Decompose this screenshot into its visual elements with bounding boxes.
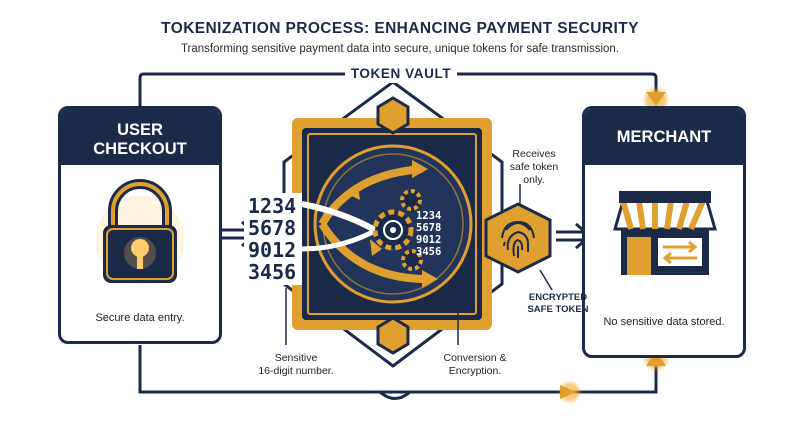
note-line: SAFE TOKEN (527, 304, 589, 315)
arrow-up-icon (646, 352, 666, 366)
note-line: 16-digit number. (258, 365, 334, 377)
merchant-title: MERCHANT (585, 109, 743, 165)
note-line: ENCRYPTED (528, 292, 588, 303)
storefront-icon (613, 191, 717, 275)
sensitive-note: Sensitive 16-digit number. (246, 352, 346, 378)
receives-note: Receives safe token only. (494, 148, 574, 187)
gear-icon (372, 209, 414, 251)
sensitive-number: 1234 5678 9012 3456 (244, 193, 303, 285)
number-line: 9012 (248, 238, 297, 262)
note-line: Conversion & (443, 352, 507, 364)
token-vault (282, 80, 504, 368)
merchant-panel: MERCHANT No sensitive data stored. (582, 106, 746, 358)
conversion-note: Conversion & Encryption. (430, 352, 520, 378)
note-line: Sensitive (274, 352, 318, 364)
lock-icon (96, 179, 184, 284)
page-subtitle: Transforming sensitive payment data into… (180, 43, 620, 55)
arrow-right-icon (560, 385, 576, 399)
user-checkout-panel: USER CHECKOUT Secure data entry. (58, 106, 222, 344)
arrow-down-icon (646, 92, 666, 106)
page-title: TOKENIZATION PROCESS: ENHANCING PAYMENT … (161, 20, 639, 37)
number-line: 3456 (248, 260, 297, 284)
note-line: Encryption. (448, 365, 502, 377)
note-line: safe token (509, 161, 559, 173)
number-line: 5678 (248, 216, 297, 240)
tokenized-number: 1234 5678 9012 3456 (416, 210, 441, 258)
note-line: Receives (512, 148, 556, 160)
encrypted-token-note: ENCRYPTED SAFE TOKEN (520, 292, 596, 316)
token-vault-label: TOKEN VAULT (345, 64, 457, 83)
token-line: 3456 (416, 246, 442, 258)
fingerprint-icon (484, 202, 552, 274)
user-checkout-caption: Secure data entry. (95, 312, 185, 324)
user-title-line2: CHECKOUT (93, 140, 187, 158)
number-line: 1234 (248, 194, 297, 218)
token-line: 1234 (416, 210, 442, 222)
token-line: 9012 (416, 234, 442, 246)
user-checkout-title: USER CHECKOUT (61, 109, 219, 165)
user-title-line1: USER (117, 121, 163, 139)
note-line: only. (523, 174, 545, 186)
merchant-caption: No sensitive data stored. (603, 316, 725, 328)
token-line: 5678 (416, 222, 442, 234)
